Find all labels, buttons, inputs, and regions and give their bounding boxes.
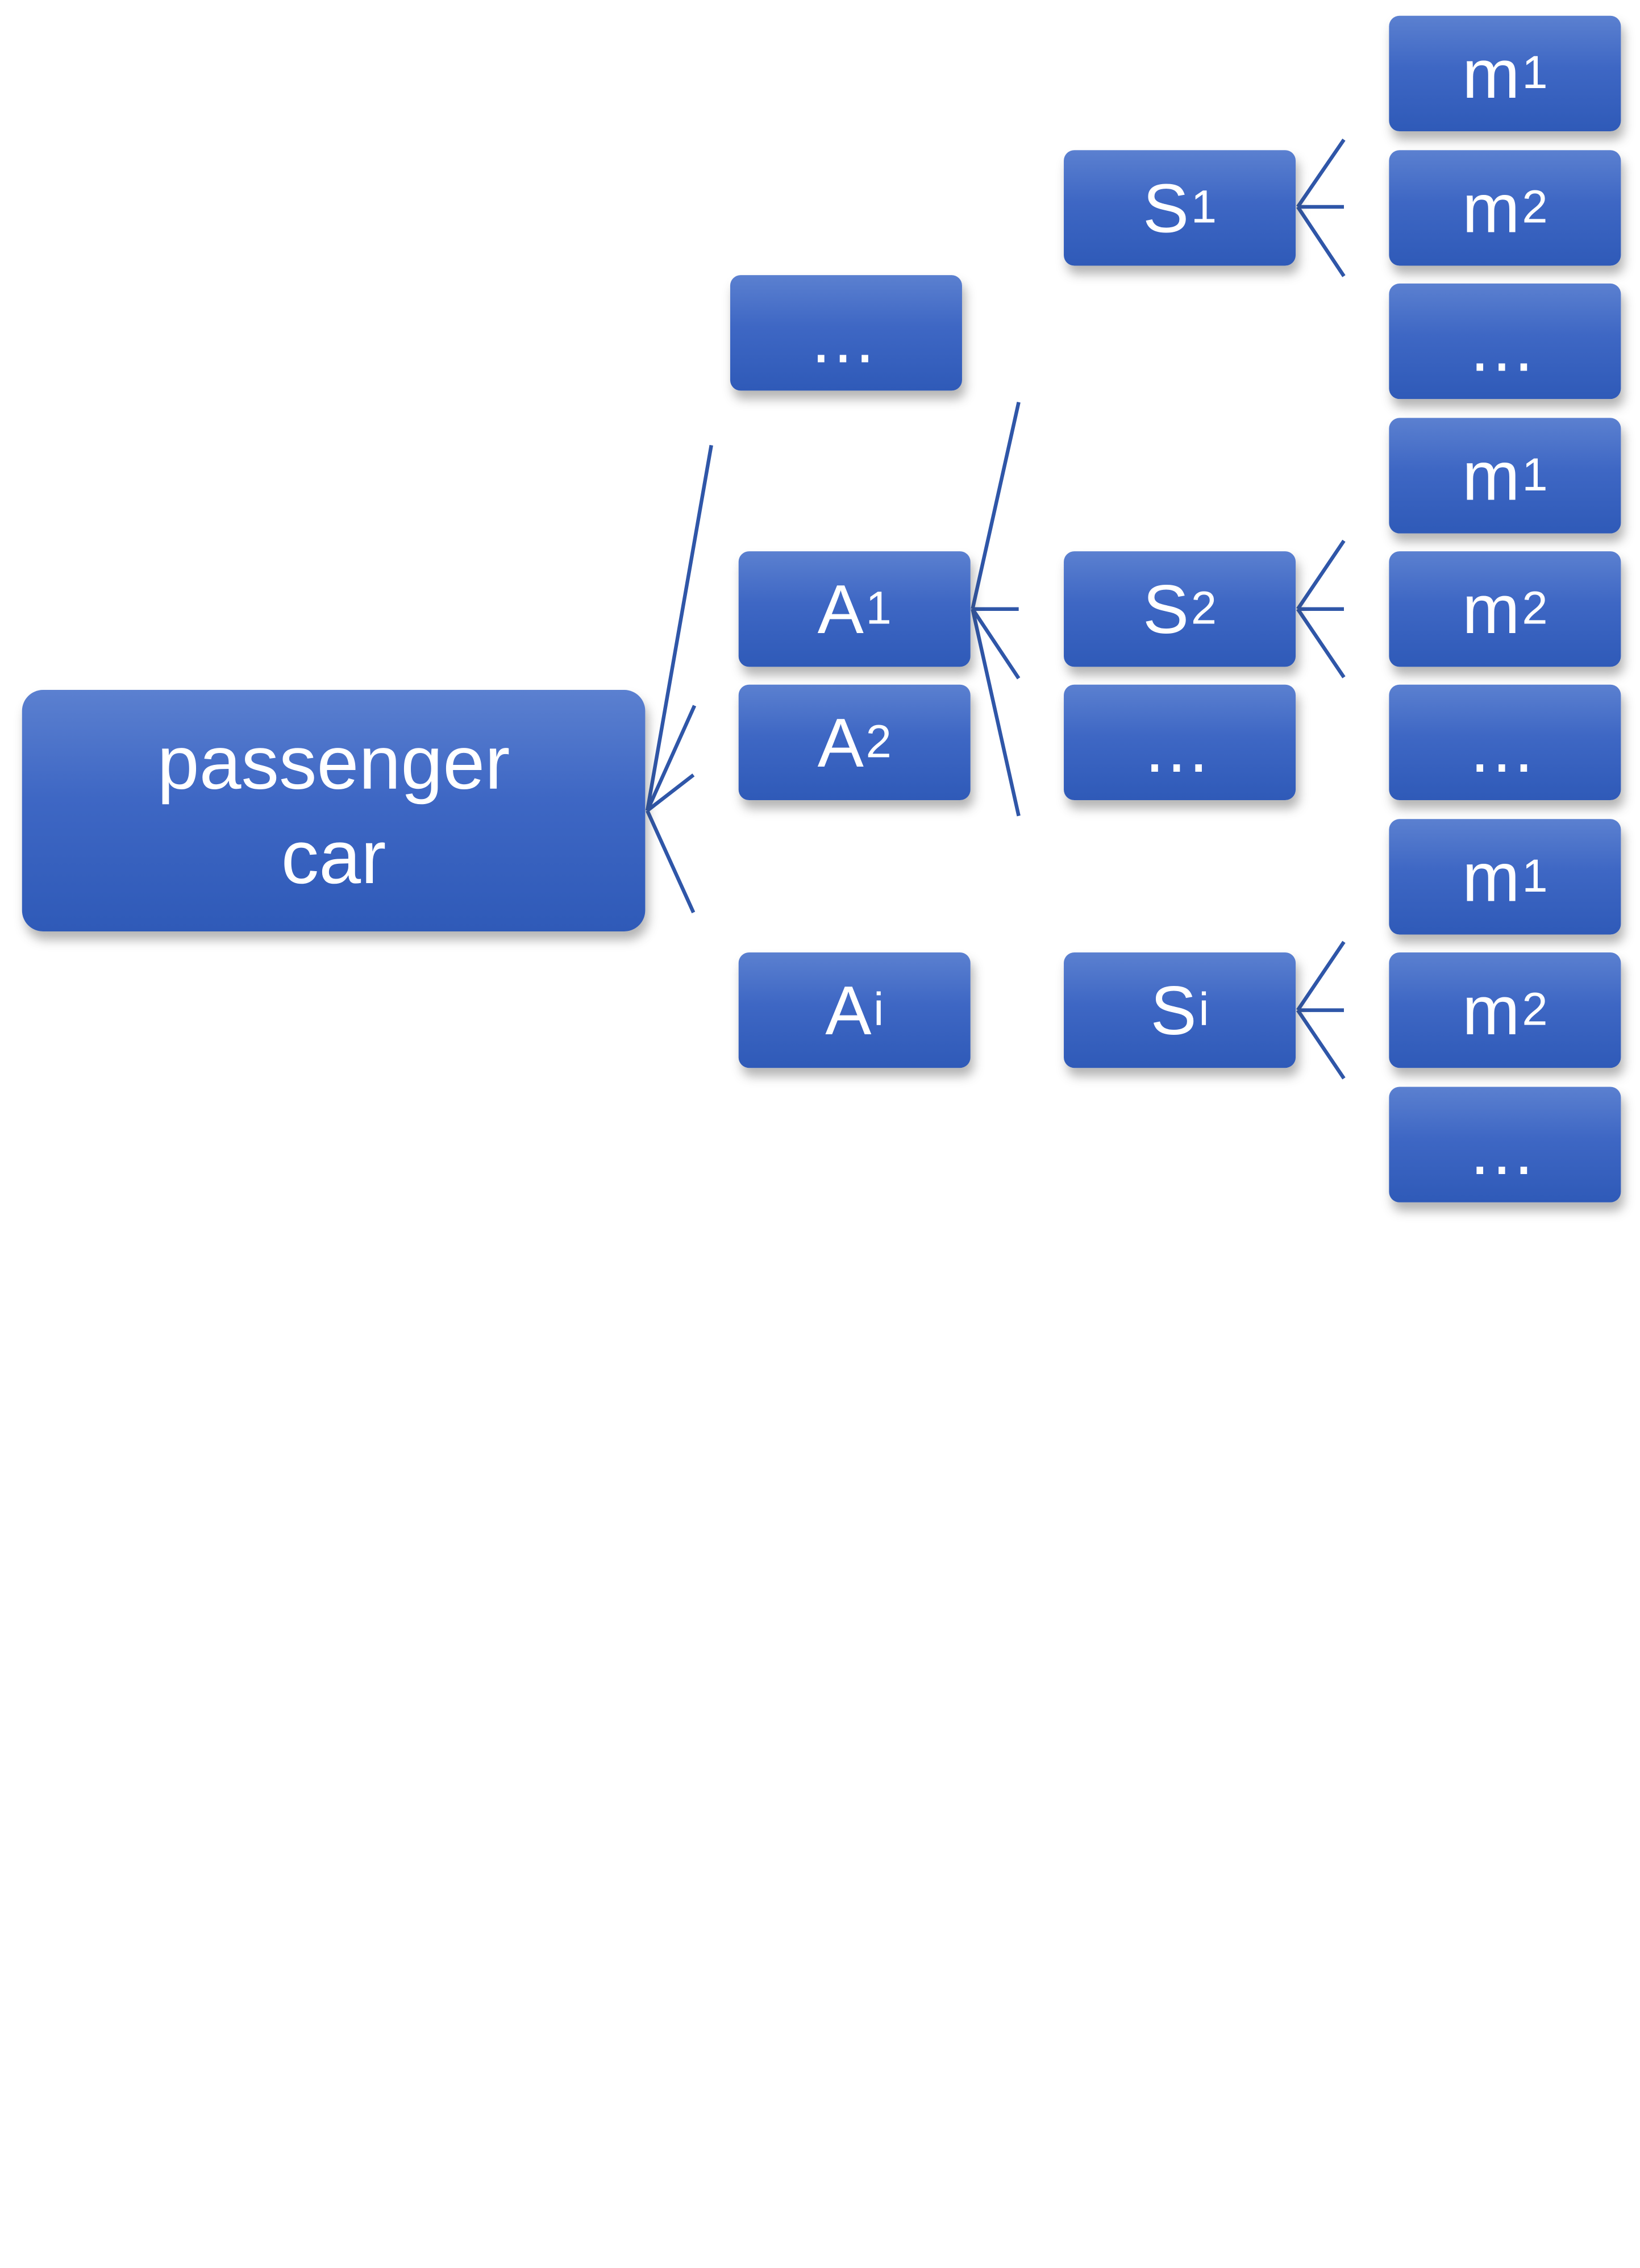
- connector-s1-to-m1: [1296, 138, 1346, 208]
- node-label: A: [817, 704, 864, 781]
- node-label: S: [1142, 169, 1189, 247]
- connector-lines: [645, 138, 1346, 1080]
- node-label: m: [1462, 34, 1520, 113]
- connector-root-to-ai: [646, 810, 696, 914]
- connector-a1-to-s-ellipsis: [971, 607, 1021, 680]
- node-label: …: [1467, 1110, 1543, 1189]
- node-label: m: [1462, 169, 1520, 247]
- connector-s1-to-ellipsis: [1296, 206, 1346, 277]
- connector-s2-to-ellipsis: [1296, 607, 1346, 679]
- connector-a1-to-si: [971, 609, 1021, 817]
- root-label-line1: passenger: [157, 721, 510, 806]
- node-label: A: [825, 971, 872, 1049]
- node-label: S: [1142, 570, 1189, 648]
- node-label: m: [1462, 570, 1520, 648]
- node-label: …: [808, 299, 884, 377]
- connector-root-to-a-ellipsis: [645, 444, 713, 812]
- node-module-g3-ellipsis: …: [1389, 1087, 1621, 1202]
- node-assembly-ellipsis: …: [730, 275, 962, 391]
- node-module-g1-ellipsis: …: [1389, 283, 1621, 399]
- connector-s2-to-m1: [1296, 539, 1346, 610]
- connector-root-to-a1: [646, 705, 697, 812]
- node-label: …: [1467, 709, 1543, 787]
- node-label: …: [1467, 307, 1543, 386]
- node-label: …: [1142, 709, 1218, 787]
- node-subassembly-ellipsis: …: [1064, 684, 1296, 801]
- node-label: m: [1462, 838, 1520, 916]
- node-label: m: [1462, 436, 1520, 515]
- root-label-line2: car: [281, 815, 386, 900]
- connector-si-to-ellipsis: [1296, 1009, 1346, 1080]
- node-passenger-car: passenger car: [22, 690, 646, 931]
- node-label: A: [817, 570, 864, 648]
- node-module-g2-ellipsis: …: [1389, 684, 1621, 801]
- node-label: S: [1150, 971, 1197, 1049]
- connector-si-to-m1: [1296, 941, 1346, 1012]
- connector-a1-to-s1: [971, 402, 1021, 610]
- connector-root-to-a2: [646, 773, 695, 813]
- node-label: m: [1462, 971, 1520, 1049]
